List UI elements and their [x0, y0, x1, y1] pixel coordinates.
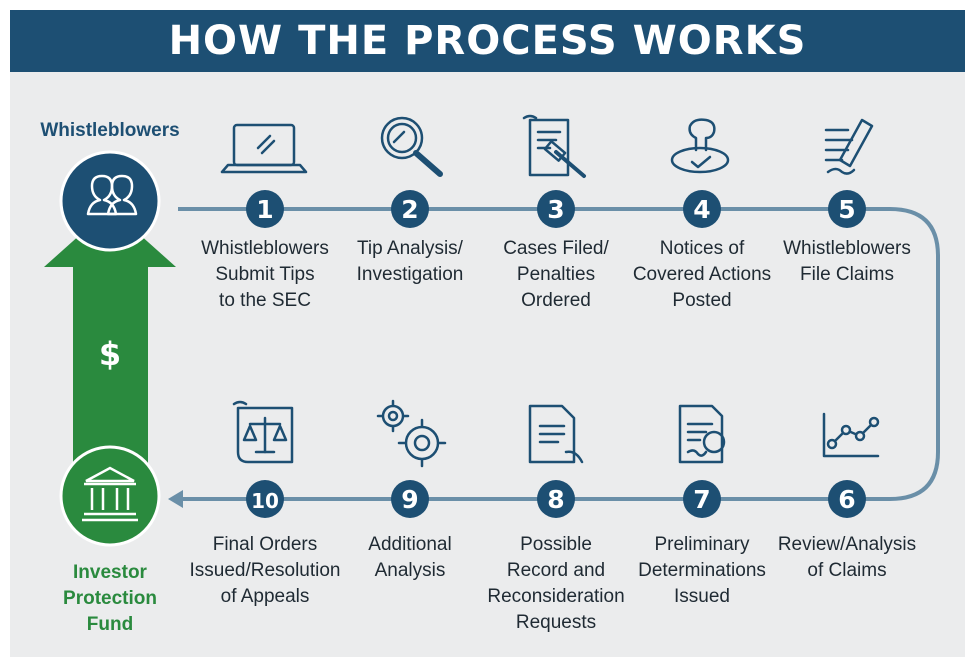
- step-label-line: Covered Actions: [632, 264, 772, 285]
- step-label: Tip Analysis/Investigation: [332, 236, 488, 288]
- laptop-icon: [220, 123, 308, 174]
- step-label-line: File Claims: [800, 264, 894, 285]
- content-panel: [10, 10, 965, 657]
- step-label-line: Additional: [368, 534, 452, 555]
- gears-icon: [376, 399, 447, 468]
- people-icon: [86, 174, 138, 216]
- step-label-line: Penalties: [516, 264, 596, 285]
- step-label-line: Possible: [520, 534, 592, 555]
- whistleblowers-label: Whistleblowers: [40, 120, 180, 141]
- step-number: 2: [401, 195, 418, 224]
- magnifier-icon: [380, 116, 443, 177]
- step-label-line: Submit Tips: [215, 264, 315, 285]
- step-label-line: of Claims: [807, 560, 887, 581]
- fund-label: Investor Protection Fund: [50, 560, 170, 638]
- gavel-document-icon: [522, 114, 586, 178]
- step-label-line: Cases Filed/: [503, 238, 609, 259]
- step-number: 1: [256, 195, 273, 224]
- title-banner: HOW THE PROCESS WORKS: [10, 10, 965, 72]
- dollar-symbol: $: [98, 335, 122, 373]
- step-label-line: Investigation: [356, 264, 464, 285]
- step-label-line: Final Orders: [212, 534, 318, 555]
- step-number: 6: [838, 485, 855, 514]
- step-label-line: Determinations: [638, 560, 766, 581]
- step-number: 4: [693, 195, 710, 224]
- line-chart-icon: [822, 412, 880, 458]
- step-label-line: Whistleblowers: [201, 238, 329, 259]
- step-number: 9: [401, 485, 418, 514]
- fund-label-line: Protection: [63, 588, 157, 609]
- step-label-line: of Appeals: [220, 586, 310, 607]
- step-number-circle: [683, 190, 721, 228]
- stamp-icon: [670, 118, 730, 174]
- sealed-document-icon: [678, 404, 726, 464]
- step-label-line: Posted: [672, 290, 732, 311]
- fund-label-line: Fund: [86, 614, 134, 635]
- step-label: Review/Analysis of Claims: [769, 532, 925, 584]
- step-number: 5: [838, 195, 855, 224]
- step-number-circle: [683, 480, 721, 518]
- step-number-circle: [828, 480, 866, 518]
- step-label-line: to the SEC: [219, 290, 311, 311]
- step-label-line: Analysis: [374, 560, 446, 581]
- step-label-line: Issued: [674, 586, 730, 607]
- left-arrowhead: [168, 490, 183, 508]
- funding-arrow: [44, 208, 176, 477]
- step-number-circle: [828, 190, 866, 228]
- bank-icon: [82, 466, 138, 522]
- step-number: 3: [547, 195, 564, 224]
- fund-badge: [59, 445, 161, 547]
- page-title: HOW THE PROCESS WORKS: [168, 18, 807, 64]
- step-number-circle: [246, 480, 284, 518]
- step-number: 8: [547, 485, 564, 514]
- step-label-line: Tip Analysis/: [357, 238, 463, 259]
- fund-label-line: Investor: [73, 562, 147, 583]
- step-number-circle: [246, 190, 284, 228]
- pen-document-icon: [824, 118, 874, 175]
- step-label-line: Ordered: [521, 290, 591, 311]
- step-label-line: Notices of: [659, 238, 745, 259]
- step-label-line: Whistleblowers: [783, 238, 911, 259]
- step-number-circle: [537, 190, 575, 228]
- step-label-line: Preliminary: [654, 534, 750, 555]
- step-number-circle: [391, 190, 429, 228]
- document-icon: [528, 404, 584, 464]
- step-label-line: Issued/Resolution: [189, 560, 341, 581]
- top-connector-line: [178, 207, 940, 501]
- step-label-line: Requests: [515, 612, 597, 633]
- step-number: 10: [251, 489, 279, 513]
- step-label-line: Reconsideration: [487, 586, 625, 607]
- step-number-circle: [537, 480, 575, 518]
- whistleblowers-badge: [59, 150, 161, 252]
- scales-scroll-icon: [232, 400, 294, 464]
- step-number: 7: [693, 485, 710, 514]
- step-number-circle: [391, 480, 429, 518]
- step-label-line: Record and: [506, 560, 606, 581]
- step-label-line: Review/Analysis: [777, 534, 917, 555]
